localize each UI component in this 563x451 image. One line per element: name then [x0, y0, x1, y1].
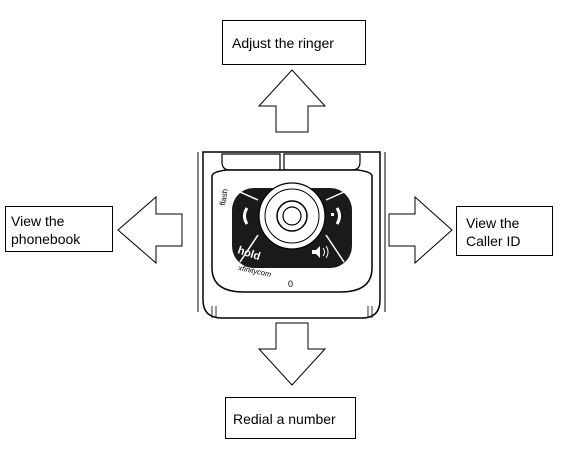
flash-label: flash [218, 188, 230, 206]
right-soft-key[interactable] [283, 153, 361, 171]
view-phonebook-line1: View the [11, 213, 65, 229]
right-arrow [388, 195, 453, 265]
talk-icon[interactable] [243, 207, 249, 225]
view-caller-id-line2: Caller ID [466, 233, 521, 249]
adjust-ringer-text: Adjust the ringer [232, 35, 334, 51]
view-phonebook-line2: phonebook [11, 231, 81, 247]
up-arrow [257, 69, 327, 133]
phone-handset: flash hold xfinitycom 0 [197, 151, 386, 319]
left-soft-key[interactable] [221, 153, 281, 171]
view-caller-id-label: View the Caller ID [456, 206, 553, 256]
redial-number-label: Redial a number [225, 397, 356, 439]
off-icon[interactable] [335, 207, 341, 225]
speaker-icon[interactable] [312, 245, 329, 259]
view-caller-id-line1: View the [466, 215, 520, 231]
view-phonebook-label: View the phonebook [5, 206, 113, 252]
left-arrow [117, 195, 183, 265]
bottom-vents [211, 306, 373, 318]
zero-key-label[interactable]: 0 [288, 279, 293, 289]
down-arrow [257, 322, 327, 386]
redial-number-text: Redial a number [233, 411, 336, 427]
adjust-ringer-label: Adjust the ringer [222, 20, 366, 65]
